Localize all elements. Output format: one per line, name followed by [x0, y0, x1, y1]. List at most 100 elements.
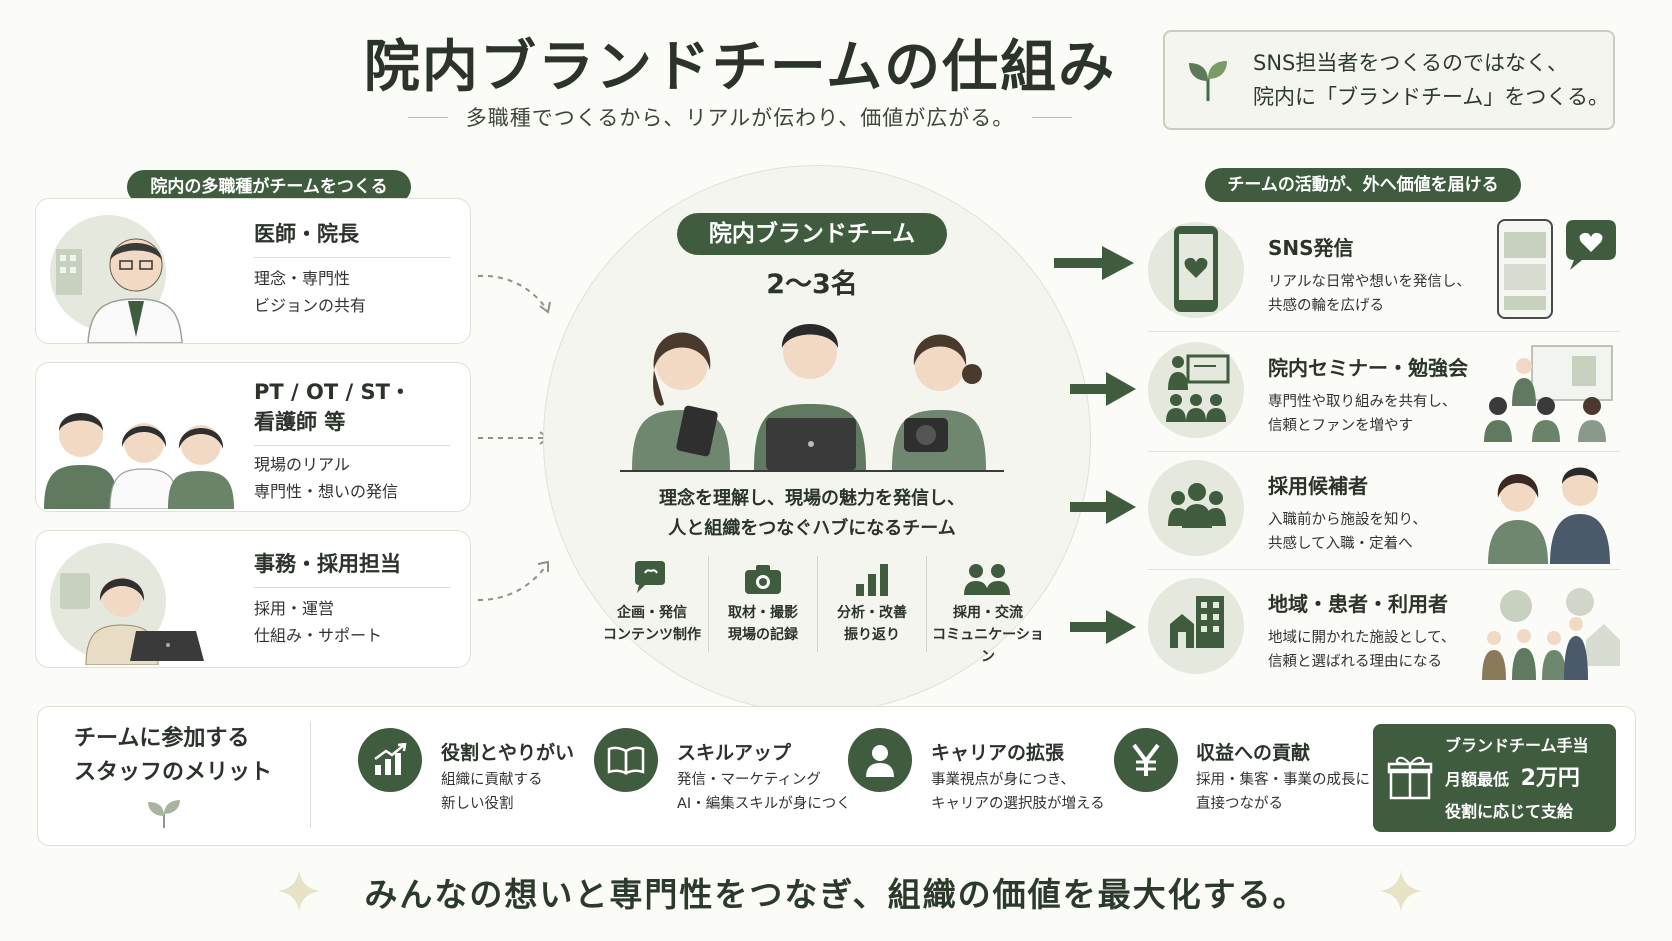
merit-desc: 事業視点が身につき、 キャリアの選択肢が増える	[931, 768, 1105, 816]
outcome-row-candidates: 採用候補者 入職前から施設を知り、 共感して入職・定着へ	[1148, 452, 1620, 570]
outcome-desc-line-1: 専門性や取り組みを共有し、	[1268, 394, 1457, 410]
staff-merits-panel	[37, 706, 1636, 846]
merit-desc: 発信・マーケティング AI・編集スキルが身につく	[677, 768, 851, 816]
merit-desc-line-2: AI・編集スキルが身につく	[677, 796, 851, 812]
role-desc-line-2: 専門性・想いの発信	[254, 482, 399, 501]
presentation-icon	[1166, 354, 1230, 422]
outcome-title: SNS発信	[1268, 236, 1354, 260]
activity-analysis: 分析・改善 振り返り	[818, 556, 926, 646]
concept-callout: SNS担当者をつくるのではなく、 院内に「ブランドチーム」をつくる。	[1163, 30, 1615, 130]
outcome-row-community: 地域・患者・利用者 地域に開かれた施設として、 信頼と選ばれる理由になる	[1148, 570, 1620, 688]
allowance-amount: 2万円	[1520, 766, 1580, 791]
merit-desc-line-2: 新しい役割	[441, 796, 514, 812]
role-title: 事務・採用担当	[254, 552, 401, 576]
outcome-desc-line-1: 入職前から施設を知り、	[1268, 512, 1427, 528]
small-sprout-icon	[148, 800, 180, 828]
sprout-icon	[1189, 61, 1227, 101]
merit-icon-skill	[594, 728, 658, 792]
outcome-desc: リアルな日常や想いを発信し、 共感の輪を広げる	[1268, 270, 1471, 318]
therapists-icon	[44, 413, 234, 509]
merit-desc-line-1: 組織に貢献する	[441, 772, 543, 788]
building-icon	[1170, 596, 1224, 648]
activity-shooting: 取材・撮影 現場の記録	[709, 556, 817, 646]
card-divider	[254, 445, 450, 446]
outcome-desc-line-1: リアルな日常や想いを発信し、	[1268, 274, 1471, 290]
bar-chart-icon	[856, 564, 888, 596]
phone-feed-illustration	[1497, 219, 1616, 319]
activity-line-2: コンテンツ制作	[603, 627, 701, 643]
brand-team-description: 理念を理解し、現場の魅力を発信し、 人と組織をつなぐハブになるチーム	[600, 484, 1024, 544]
activity-line-1: 採用・交流	[953, 605, 1023, 621]
activity-line-2: 現場の記録	[728, 627, 798, 643]
sparkle-icon-right	[1380, 870, 1422, 912]
growth-chart-icon	[374, 743, 407, 775]
outcome-desc-line-2: 信頼とファンを増やす	[1268, 418, 1413, 434]
chat-bubble-icon	[635, 561, 665, 593]
merits-heading-line-1: チームに参加する	[74, 726, 250, 751]
interview-illustration	[1488, 467, 1610, 564]
role-desc-line-2: 仕組み・サポート	[254, 626, 383, 645]
admin-icon	[60, 573, 204, 665]
activity-label: 分析・改善 振り返り	[818, 602, 926, 646]
activity-line-2: コミュニケーション	[932, 627, 1044, 665]
card-divider	[254, 587, 450, 588]
divider-right	[1032, 116, 1073, 118]
outcome-desc: 専門性や取り組みを共有し、 信頼とファンを増やす	[1268, 390, 1457, 438]
allowance-title: ブランドチーム手当	[1445, 736, 1589, 755]
activity-planning: 企画・発信 コンテンツ制作	[596, 556, 708, 646]
brand-team-label: 院内ブランドチーム	[677, 213, 947, 255]
community-illustration	[1482, 588, 1620, 680]
person-icon	[866, 745, 894, 777]
role-desc: 採用・運営 仕組み・サポート	[254, 595, 382, 649]
team-members-illustration	[620, 324, 1004, 472]
activity-line-1: 分析・改善	[837, 605, 907, 621]
subtitle-row: 多職種でつくるから、リアルが伝わり、価値が広がる。	[370, 102, 1110, 132]
role-card-doctor: 医師・院長 理念・専門性 ビジョンの共有	[35, 198, 471, 344]
merit-title: キャリアの拡張	[931, 742, 1065, 764]
activity-label: 採用・交流 コミュニケーション	[927, 602, 1049, 668]
page-title: 院内ブランドチームの仕組み	[363, 35, 1117, 100]
outcome-title: 院内セミナー・勉強会	[1268, 356, 1468, 380]
role-card-admin: 事務・採用担当 採用・運営 仕組み・サポート	[35, 530, 471, 668]
merit-title: 収益への貢献	[1196, 742, 1311, 764]
people-icon	[964, 564, 1010, 595]
role-desc: 理念・専門性 ビジョンの共有	[254, 265, 366, 319]
book-icon	[607, 746, 645, 775]
outcome-desc: 入職前から施設を知り、 共感して入職・定着へ	[1268, 508, 1427, 556]
role-title: PT / OT / ST・ 看護師 等	[254, 377, 411, 437]
role-desc-line-2: ビジョンの共有	[254, 296, 367, 315]
footer-slogan: みんなの想いと専門性をつなぎ、組織の価値を最大化する。	[364, 875, 1308, 914]
merit-desc-line-2: キャリアの選択肢が増える	[931, 796, 1105, 812]
card-divider	[254, 257, 450, 258]
outcome-row-sns: SNS発信 リアルな日常や想いを発信し、 共感の輪を広げる	[1148, 214, 1620, 332]
page-subtitle: 多職種でつくるから、リアルが伝わり、価値が広がる。	[465, 106, 1015, 130]
camera-icon	[745, 565, 781, 594]
outcome-desc-line-2: 信頼と選ばれる理由になる	[1268, 654, 1442, 670]
doctor-icon	[56, 238, 183, 343]
merit-title: 役割とやりがい	[441, 742, 575, 764]
activity-separator	[817, 556, 818, 652]
callout-line-2: 院内に「ブランドチーム」をつくる。	[1253, 85, 1609, 109]
yen-icon	[1132, 743, 1160, 776]
role-title-line-2: 看護師 等	[254, 410, 346, 434]
right-connector-arrows	[1054, 246, 1136, 644]
outcome-desc-line-1: 地域に開かれた施設として、	[1268, 630, 1456, 646]
hub-desc-line-1: 理念を理解し、現場の魅力を発信し、	[659, 488, 965, 509]
merits-heading: チームに参加する スタッフのメリット	[74, 722, 272, 790]
merit-icon-role	[358, 728, 422, 792]
divider-left	[407, 116, 448, 118]
callout-text: SNS担当者をつくるのではなく、 院内に「ブランドチーム」をつくる。	[1253, 46, 1609, 114]
merit-desc-line-2: 直接つながる	[1196, 796, 1283, 812]
outcome-title: 採用候補者	[1268, 474, 1368, 498]
merits-divider	[310, 722, 311, 828]
activity-label: 企画・発信 コンテンツ制作	[596, 602, 708, 646]
role-card-therapists: PT / OT / ST・ 看護師 等 現場のリアル 専門性・想いの発信	[35, 362, 471, 512]
role-desc-line-1: 採用・運営	[254, 599, 335, 618]
brand-team-count: 2～3名	[766, 269, 858, 300]
allowance-note: 役割に応じて支給	[1445, 802, 1574, 821]
role-desc-line-1: 現場のリアル	[254, 455, 350, 474]
merit-desc: 組織に貢献する 新しい役割	[441, 768, 543, 816]
outcome-title: 地域・患者・利用者	[1268, 592, 1448, 616]
merit-desc-line-1: 発信・マーケティング	[677, 772, 821, 788]
seminar-illustration	[1484, 345, 1613, 442]
